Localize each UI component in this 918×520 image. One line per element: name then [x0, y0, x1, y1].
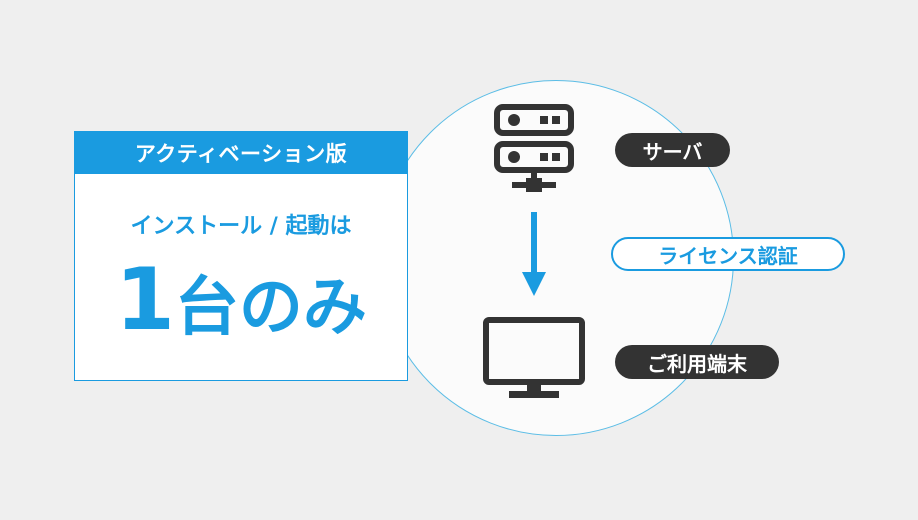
arrow-down-icon — [522, 212, 546, 296]
card-header: アクティベーション版 — [75, 132, 407, 174]
terminal-label: ご利用端末 — [615, 345, 779, 379]
card-main-text: 1台のみ — [75, 250, 407, 350]
card-main-number: 1 — [115, 250, 175, 350]
monitor-icon — [483, 317, 585, 398]
server-label: サーバ — [615, 133, 730, 167]
server-icon — [494, 104, 574, 192]
card-subtitle: インストール / 起動は — [130, 214, 352, 239]
activation-card: アクティベーション版 インストール / 起動は 1台のみ — [74, 131, 408, 381]
license-auth-label: ライセンス認証 — [611, 237, 845, 271]
card-main-word: 台のみ — [174, 271, 367, 345]
